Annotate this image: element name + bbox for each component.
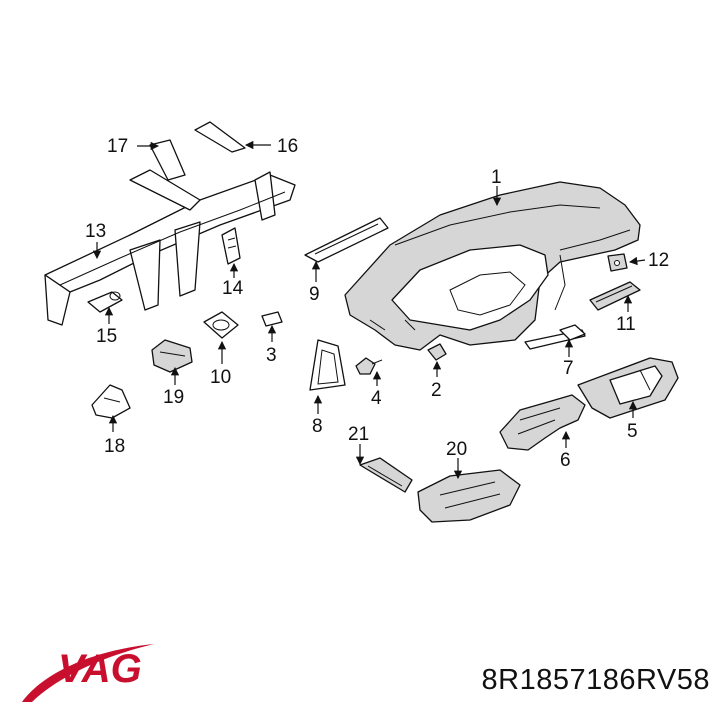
part-connector-block <box>151 339 193 373</box>
callout-7: 7 <box>563 358 574 379</box>
callout-19: 19 <box>163 387 184 408</box>
part-glove-box <box>417 469 521 523</box>
part-clip <box>355 357 383 375</box>
part-vent-panel <box>577 357 679 419</box>
callout-1: 1 <box>491 167 502 188</box>
callout-21: 21 <box>348 424 369 445</box>
parts-diagram: 1 2 3 4 5 6 7 8 9 10 11 12 13 14 15 16 1… <box>44 121 679 523</box>
part-small-clip <box>261 311 283 327</box>
callout-3: 3 <box>266 345 277 366</box>
part-switch <box>607 253 628 272</box>
callout-8: 8 <box>312 416 323 437</box>
callout-18: 18 <box>104 436 125 457</box>
part-speaker-cover <box>203 311 239 339</box>
callout-20: 20 <box>446 439 467 460</box>
callout-12: 12 <box>648 250 669 271</box>
part-bracket <box>524 324 586 350</box>
callout-13: 13 <box>85 221 106 242</box>
callout-9: 9 <box>309 284 320 305</box>
callout-6: 6 <box>560 450 571 471</box>
part-number: 8R1857186RV58 <box>481 664 710 696</box>
part-small-bracket <box>427 343 447 361</box>
callout-16: 16 <box>277 136 298 157</box>
callout-11: 11 <box>616 314 636 335</box>
callout-2: 2 <box>431 380 442 401</box>
part-trim-left <box>304 217 389 263</box>
vag-logo: VAG <box>22 644 154 702</box>
part-bracket-18 <box>91 384 131 419</box>
part-dashboard <box>344 181 641 351</box>
part-side-vent <box>221 227 241 265</box>
part-triangle-trim <box>309 339 346 391</box>
callout-4: 4 <box>371 388 382 409</box>
leader-lines <box>92 140 646 480</box>
part-trim-right <box>589 281 641 311</box>
callout-5: 5 <box>627 421 638 442</box>
callout-10: 10 <box>210 367 231 388</box>
logo-swoosh <box>22 644 154 702</box>
callout-labels: 1 2 3 4 5 6 7 8 9 10 11 12 13 14 15 16 1… <box>85 136 669 471</box>
part-air-duct <box>499 394 586 451</box>
callout-17: 17 <box>107 136 128 157</box>
logo-text: VAG <box>58 647 142 691</box>
part-lower-rail <box>359 457 413 493</box>
part-cross-car-beam <box>44 121 296 326</box>
callout-15: 15 <box>96 326 117 347</box>
callout-14: 14 <box>222 278 244 299</box>
part-bracket-15 <box>87 291 123 313</box>
